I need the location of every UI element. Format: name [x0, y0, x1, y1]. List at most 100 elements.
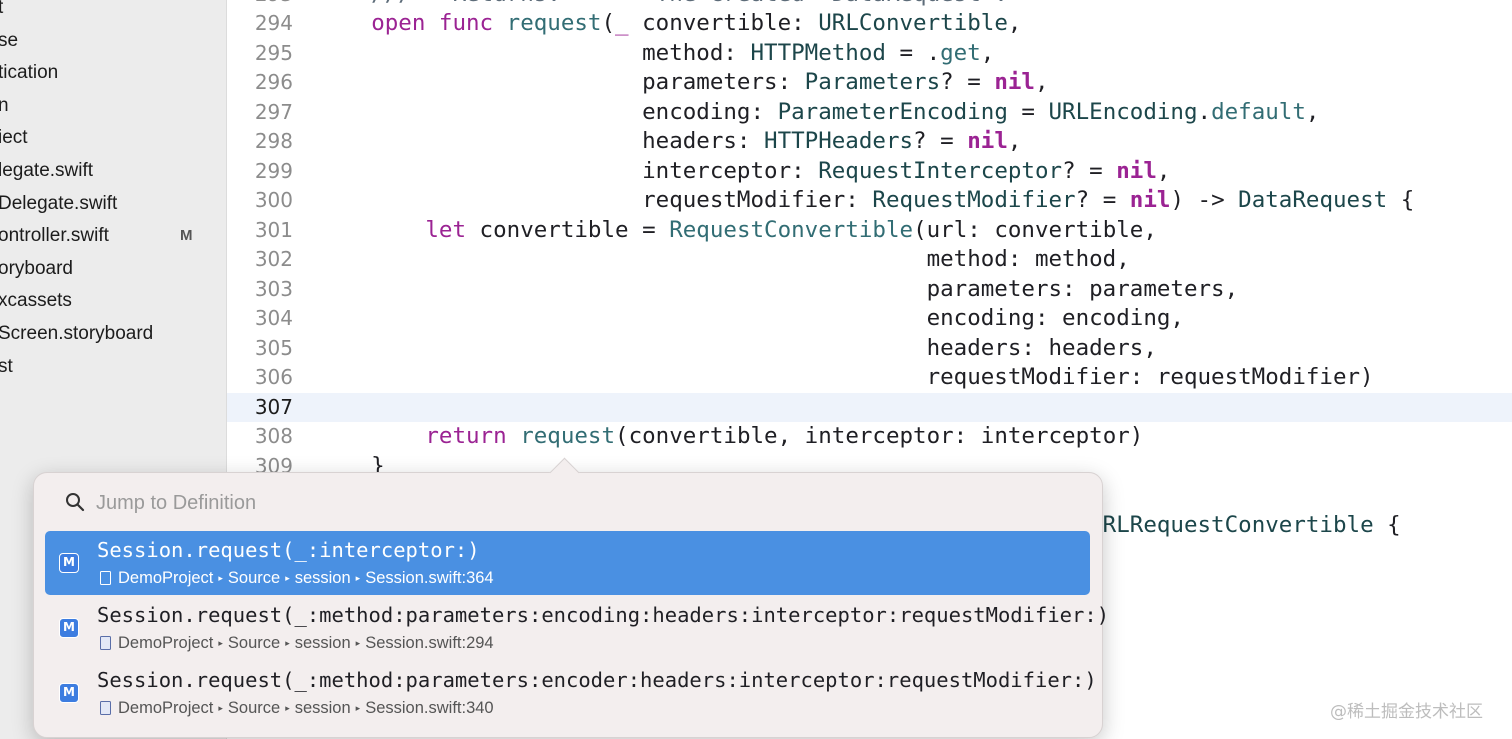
code-line[interactable]: 299 interceptor: RequestInterceptor? = n… — [227, 157, 1512, 187]
sidebar-item-label: xcassets — [0, 290, 72, 312]
line-number: 294 — [254, 11, 293, 35]
code-token — [425, 10, 439, 36]
code-text: /// - Returns: The created `DataRequest`… — [317, 0, 1008, 9]
sidebar-item[interactable]: xcassets — [0, 286, 226, 316]
sidebar-item-label: st — [0, 355, 13, 377]
line-number: 308 — [254, 424, 293, 448]
code-token: get — [940, 39, 981, 66]
sidebar-item[interactable]: legate.swift — [0, 156, 226, 186]
code-token — [317, 423, 425, 449]
code-token: _ — [615, 10, 629, 36]
code-token: = . — [885, 39, 941, 66]
sidebar-item[interactable]: oryboard — [0, 254, 226, 284]
code-token: RequestModifier — [872, 187, 1076, 213]
code-token: URLEncoding — [1048, 98, 1198, 125]
result-path: DemoProject▸Source▸session▸Session.swift… — [100, 698, 494, 718]
sidebar-item-label: se — [0, 29, 19, 51]
line-number: 296 — [254, 70, 293, 94]
code-line[interactable]: 294 open func request(_ convertible: URL… — [227, 9, 1512, 39]
path-segment: DemoProject — [118, 634, 214, 652]
line-number: 301 — [254, 217, 293, 242]
code-token: default — [1211, 98, 1306, 125]
code-token: convertible: — [628, 10, 819, 36]
code-line[interactable]: 300 requestModifier: RequestModifier? = … — [227, 186, 1512, 216]
result-signature: Session.request(_:method:parameters:enco… — [97, 603, 1110, 627]
code-line[interactable]: 308 return request(convertible, intercep… — [227, 422, 1512, 452]
code-token: HTTPMethod — [750, 39, 886, 66]
swift-file-icon — [100, 571, 111, 585]
code-token: method: — [317, 39, 751, 66]
sidebar-item[interactable]: st — [0, 352, 226, 382]
sidebar-item[interactable]: iect — [0, 123, 226, 153]
line-number: 305 — [254, 335, 293, 360]
sidebar-item[interactable]: tication — [0, 58, 226, 88]
code-text: open func request(_ convertible: URLConv… — [317, 9, 1021, 39]
code-text: encoding: ParameterEncoding = URLEncodin… — [317, 98, 1319, 128]
code-line[interactable]: 307 — [227, 392, 1512, 422]
path-separator-icon: ▸ — [355, 703, 361, 713]
line-number: 297 — [254, 99, 293, 124]
code-text: parameters: Parameters? = nil, — [317, 68, 1048, 98]
code-text: parameters: parameters, — [317, 275, 1239, 305]
path-separator-icon: ▸ — [218, 703, 223, 713]
code-token: parameters: — [317, 69, 805, 95]
code-text: method: method, — [317, 245, 1130, 275]
sidebar-item[interactable]: Screen.storyboard — [0, 319, 226, 349]
sidebar-item-label: tication — [0, 62, 59, 84]
path-separator-icon: ▸ — [355, 638, 361, 648]
sidebar-item[interactable]: t — [0, 0, 226, 23]
code-line[interactable]: 302 method: method, — [227, 245, 1512, 275]
code-token: { — [1373, 511, 1401, 538]
sidebar-item[interactable]: se — [0, 26, 226, 56]
path-separator-icon: ▸ — [218, 573, 223, 583]
code-token — [317, 10, 371, 36]
line-number: 307 — [254, 394, 293, 419]
path-segment: session — [294, 699, 351, 717]
code-line[interactable]: 296 parameters: Parameters? = nil, — [227, 68, 1512, 98]
code-token: , — [1007, 128, 1022, 154]
code-token: parameters: parameters, — [317, 275, 1239, 302]
code-line[interactable]: 293 /// - Returns: The created `DataRequ… — [227, 0, 1512, 9]
code-token: request — [506, 10, 602, 36]
code-line[interactable]: 298 headers: HTTPHeaders? = nil, — [227, 127, 1512, 157]
code-token: HTTPHeaders — [764, 128, 914, 154]
code-line[interactable]: 297 encoding: ParameterEncoding = URLEnc… — [227, 98, 1512, 128]
path-segment: Source — [227, 569, 281, 587]
code-token: nil — [1129, 187, 1171, 213]
code-token: (url: convertible, — [913, 216, 1157, 243]
line-number: 299 — [254, 158, 293, 183]
code-token: RequestConvertible — [669, 216, 914, 243]
result-signature: Session.request(_:method:parameters:enco… — [97, 668, 1097, 692]
code-token: /// - Returns: The created `DataRequest`… — [317, 0, 1008, 7]
code-line[interactable]: 301 let convertible = RequestConvertible… — [227, 216, 1512, 246]
path-separator-icon: ▸ — [285, 573, 290, 583]
code-text: headers: HTTPHeaders? = nil, — [317, 127, 1021, 157]
search-row — [64, 487, 1064, 519]
code-line[interactable]: 304 encoding: encoding, — [227, 304, 1512, 334]
code-line[interactable]: 305 headers: headers, — [227, 334, 1512, 364]
code-token: { — [1387, 187, 1415, 213]
path-segment: Source — [227, 699, 281, 717]
code-line[interactable]: 306 requestModifier: requestModifier) — [227, 363, 1512, 393]
search-input[interactable] — [94, 487, 998, 519]
code-token: nil — [967, 128, 1008, 154]
code-token — [507, 423, 521, 449]
sidebar-item-label: oryboard — [0, 257, 73, 279]
path-segment: Session.swift:364 — [365, 569, 494, 587]
code-token — [493, 10, 507, 36]
path-separator-icon: ▸ — [285, 638, 290, 648]
code-line[interactable]: 303 parameters: parameters, — [227, 275, 1512, 305]
sidebar-item[interactable]: Delegate.swift — [0, 189, 226, 219]
sidebar-item[interactable]: n — [0, 91, 226, 121]
code-line[interactable]: 295 method: HTTPMethod = .get, — [227, 39, 1512, 69]
code-token: requestModifier: requestModifier) — [317, 364, 1374, 390]
line-number: 302 — [254, 247, 293, 271]
code-token: requestModifier: — [317, 187, 873, 213]
code-text: requestModifier: RequestModifier? = nil)… — [317, 186, 1414, 216]
code-token: , — [1156, 157, 1171, 184]
code-token: return — [425, 423, 507, 449]
